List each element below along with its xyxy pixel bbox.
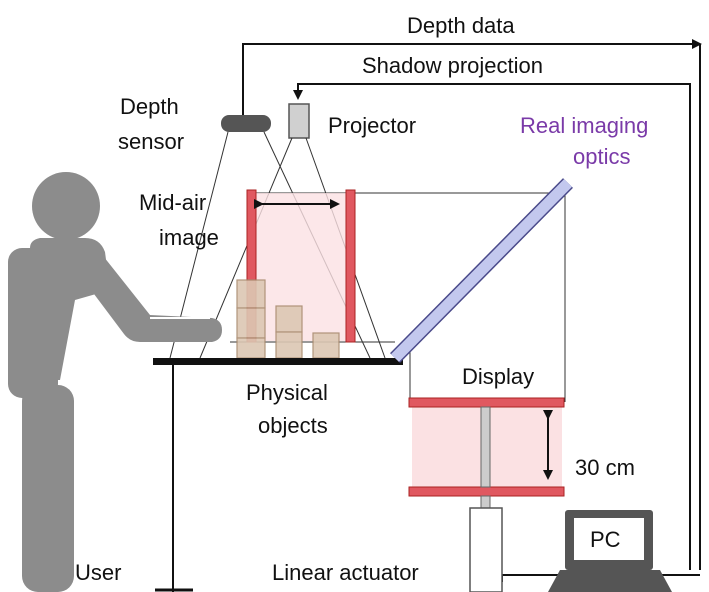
display-bottom-plate [408, 486, 565, 497]
physical-objects-label-1: Physical [246, 380, 328, 405]
depth-sensor-label-1: Depth [120, 94, 179, 119]
distance-label: 30 cm [575, 455, 635, 480]
real-imaging-optics [390, 178, 573, 363]
midair-label-2: image [159, 225, 219, 250]
midair-label-1: Mid-air [139, 190, 206, 215]
pc-label: PC [590, 527, 621, 552]
display-top-plate [408, 397, 565, 408]
table-top [153, 358, 403, 365]
projector-label: Projector [328, 113, 416, 138]
depth-data-line [238, 39, 702, 570]
optics-label-1: Real imaging [520, 113, 648, 138]
linear-actuator-base [469, 507, 503, 592]
physical-objects-label-2: objects [258, 413, 328, 438]
shadow-projection-label: Shadow projection [362, 53, 543, 78]
actuator-rod-lower [480, 495, 491, 509]
actuator-rod [480, 406, 491, 488]
user-figure [8, 172, 222, 592]
projector-icon [288, 103, 310, 139]
shadow-projection-line [293, 83, 691, 570]
depth-sensor-icon [221, 115, 271, 132]
display-label: Display [462, 364, 534, 389]
linear-actuator-label: Linear actuator [272, 560, 419, 585]
user-label: User [75, 560, 121, 585]
pc-icon [548, 510, 672, 592]
midair-right-panel [345, 189, 356, 343]
depth-sensor-label-2: sensor [118, 129, 184, 154]
optics-label-2: optics [573, 144, 630, 169]
depth-data-label: Depth data [407, 13, 515, 38]
